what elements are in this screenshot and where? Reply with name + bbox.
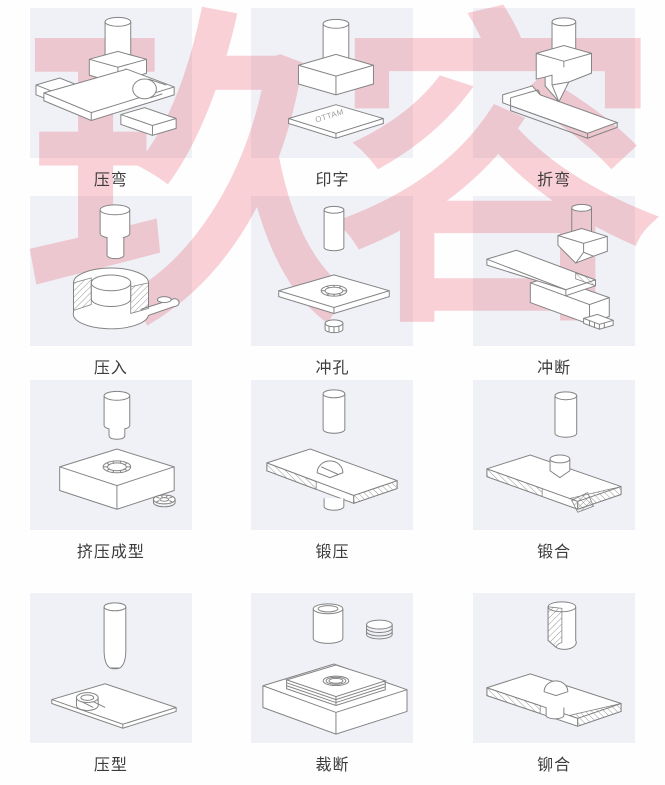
caption-hole-punching: 冲孔 bbox=[315, 360, 350, 377]
illustration-panel bbox=[473, 196, 636, 346]
illustration-panel bbox=[251, 593, 414, 743]
caption-blanking: 裁断 bbox=[315, 757, 350, 774]
caption-marking: 印字 bbox=[315, 172, 350, 189]
marking-icon: OTTAM bbox=[288, 18, 385, 139]
caption-forge-joining: 锻合 bbox=[537, 544, 572, 561]
illustration-panel bbox=[29, 593, 192, 743]
press-forming-icon bbox=[51, 602, 177, 729]
caption-riveting: 铆合 bbox=[537, 757, 572, 774]
riveting-icon bbox=[486, 601, 622, 727]
caption-extrusion-forming: 挤压成型 bbox=[76, 544, 145, 561]
blanking-icon bbox=[262, 603, 408, 735]
caption-press-forming: 压型 bbox=[93, 757, 128, 774]
cell-press-bending: 压弯 bbox=[0, 0, 222, 200]
forge-pressing-icon bbox=[266, 389, 399, 511]
press-bending-icon bbox=[35, 16, 177, 136]
extrusion-forming-icon bbox=[59, 390, 176, 510]
caption-punch-cutting: 冲断 bbox=[537, 360, 572, 377]
cell-forge-pressing: 锻压 bbox=[222, 380, 444, 572]
hole-punching-icon bbox=[278, 205, 391, 334]
cell-press-fitting: 压入 bbox=[0, 196, 222, 388]
caption-folding: 折弯 bbox=[537, 172, 572, 189]
cell-extrusion-forming: 挤压成型 bbox=[0, 380, 222, 572]
cell-press-forming: 压型 bbox=[0, 572, 222, 785]
illustration-panel bbox=[29, 8, 192, 158]
illustration-panel bbox=[473, 380, 636, 530]
illustration-panel bbox=[251, 380, 414, 530]
illustration-panel bbox=[29, 380, 192, 530]
caption-press-fitting: 压入 bbox=[93, 360, 128, 377]
cell-folding: 折弯 bbox=[443, 0, 665, 200]
cell-blanking: 裁断 bbox=[222, 572, 444, 785]
caption-forge-pressing: 锻压 bbox=[315, 544, 350, 561]
caption-press-bending: 压弯 bbox=[93, 172, 128, 189]
cell-punch-cutting: 冲断 bbox=[443, 196, 665, 388]
cell-forge-joining: 锻合 bbox=[443, 380, 665, 572]
cell-hole-punching: 冲孔 bbox=[222, 196, 444, 388]
illustration-panel bbox=[251, 196, 414, 346]
folding-icon bbox=[502, 17, 619, 139]
illustration-panel bbox=[473, 593, 636, 743]
illustration-panel: OTTAM bbox=[251, 8, 414, 158]
forge-joining-icon bbox=[486, 391, 622, 513]
punch-cutting-icon bbox=[486, 203, 614, 330]
illustration-panel bbox=[29, 196, 192, 346]
cell-riveting: 铆合 bbox=[443, 572, 665, 785]
press-fitting-icon bbox=[72, 204, 180, 330]
illustration-panel bbox=[473, 8, 636, 158]
cell-marking: OTTAM 印字 bbox=[222, 0, 444, 200]
